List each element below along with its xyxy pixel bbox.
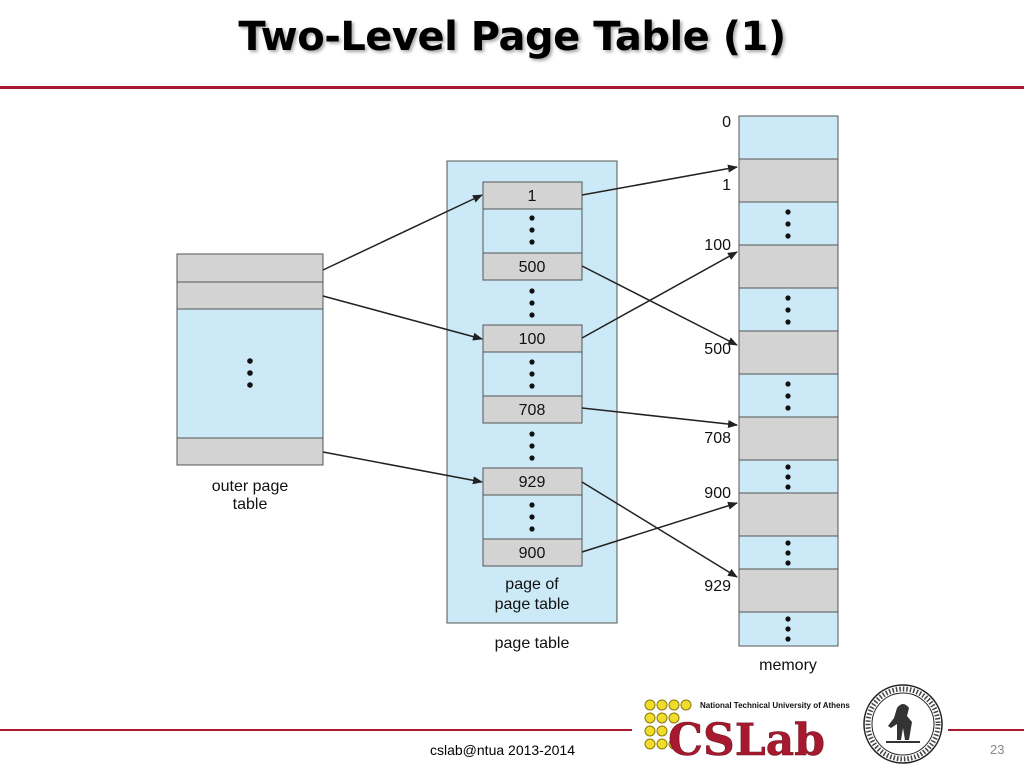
outer-entry-0	[176, 253, 324, 283]
slide-title: Two-Level Page Table (1)	[238, 14, 786, 60]
inner-entry-100	[482, 324, 583, 353]
memory-frame-900	[738, 492, 839, 537]
arrow-entry1-to-frame1	[581, 164, 738, 196]
memory-frame-100	[738, 244, 839, 289]
inner-entry-1-label: 1	[528, 188, 537, 205]
between-ellipsis-1	[529, 288, 535, 318]
logo-cslab-text: CSLab	[668, 715, 825, 766]
outer-page-table-label-line1: outer page	[212, 478, 289, 495]
footer-text: cslab@ntua 2013-2014	[430, 742, 575, 758]
cslab-logo: National Technical University of Athens …	[644, 699, 850, 766]
title-divider	[0, 86, 1024, 89]
outer-ellipsis	[247, 358, 253, 388]
inner-entry-1	[482, 181, 583, 210]
memory	[738, 115, 839, 647]
footer-divider-right	[948, 729, 1024, 731]
footer-divider-left	[0, 729, 632, 731]
inner-table-3: 929 900	[482, 467, 583, 567]
arrow-outer1-to-inner2	[322, 295, 483, 341]
memory-label: memory	[759, 657, 817, 674]
memory-frame-0	[738, 115, 839, 160]
page-of-page-table-label-line2: page table	[495, 596, 570, 613]
memory-label-500: 500	[704, 341, 731, 358]
page-table-label: page table	[495, 635, 570, 652]
memory-frame-708	[738, 416, 839, 461]
outer-entry-last	[176, 437, 324, 466]
memory-ellipses	[785, 209, 791, 642]
inner-entry-708	[482, 395, 583, 424]
university-seal	[863, 684, 943, 764]
memory-label-1: 1	[722, 177, 731, 194]
memory-frame-500	[738, 330, 839, 375]
inner-table-1: 1 500	[482, 181, 583, 281]
outer-page-table	[176, 253, 324, 466]
page-of-page-table-label-line1: page of	[505, 576, 559, 593]
memory-label-929: 929	[704, 578, 731, 595]
inner-entry-100-label: 100	[519, 331, 546, 348]
inner-entry-900	[482, 538, 583, 567]
arrow-outerlast-to-inner3	[322, 451, 483, 485]
memory-label-100: 100	[704, 237, 731, 254]
arrow-entry708-to-frame708	[581, 407, 738, 428]
arrow-outer0-to-inner1	[322, 194, 483, 271]
memory-label-0: 0	[722, 114, 731, 131]
inner-to-memory-arrows	[581, 164, 738, 578]
inner-entry-500-label: 500	[519, 259, 546, 276]
outer-to-inner-arrows	[322, 194, 483, 485]
memory-frame-1	[738, 158, 839, 203]
inner-entry-500	[482, 252, 583, 281]
inner-entry-900-label: 900	[519, 545, 546, 562]
outer-page-table-label-line2: table	[233, 496, 268, 513]
logo-dots	[644, 699, 692, 750]
memory-frame-929	[738, 568, 839, 613]
memory-label-708: 708	[704, 430, 731, 447]
memory-label-900: 900	[704, 485, 731, 502]
logo-university-name: National Technical University of Athens	[700, 701, 850, 710]
between-ellipsis-2	[529, 431, 535, 461]
outer-entry-1	[176, 281, 324, 310]
arrow-entry900-to-frame900	[581, 501, 738, 553]
inner-entry-929-label: 929	[519, 474, 546, 491]
arrow-entry500-to-frame500	[581, 265, 738, 346]
inner-table-2: 100 708	[482, 324, 583, 424]
arrow-entry100-to-frame100	[581, 251, 738, 339]
arrow-entry929-to-frame929	[581, 481, 738, 578]
page-number: 23	[990, 742, 1005, 757]
inner-entry-929	[482, 467, 583, 496]
inner-entry-708-label: 708	[519, 402, 546, 419]
